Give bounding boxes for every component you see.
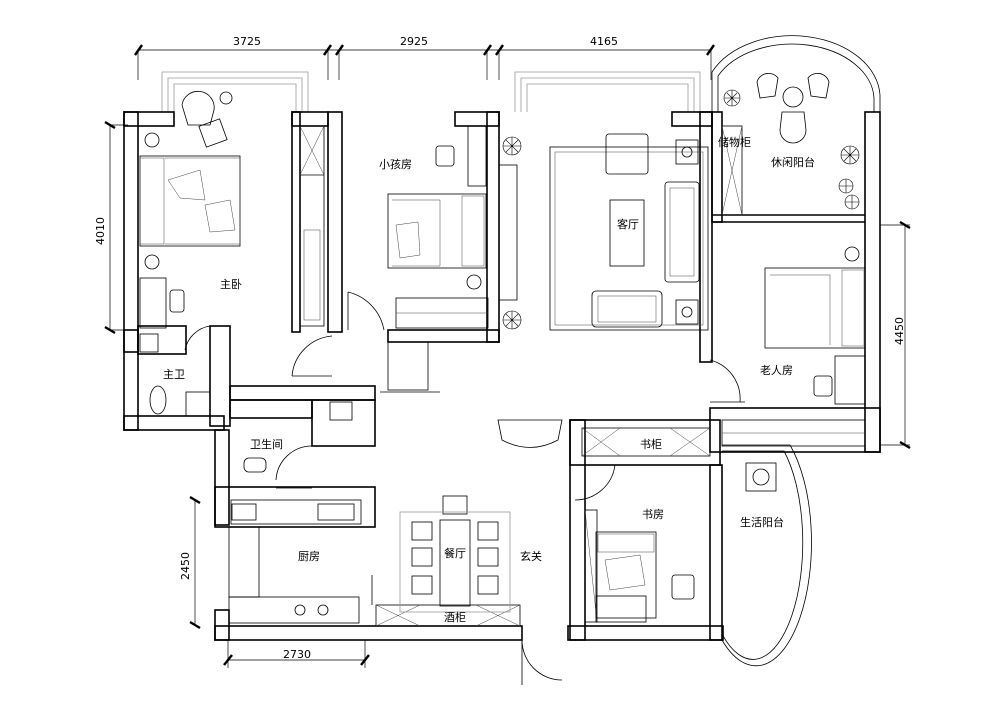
dim-left-lower: 2450 [179, 552, 192, 580]
room-elder: 老人房 [760, 364, 793, 377]
room-living: 客厅 [617, 217, 639, 231]
room-master-bedroom: 主卧 [220, 278, 242, 291]
doors [184, 291, 745, 685]
window-bays [161, 35, 881, 667]
room-kids: 小孩房 [379, 158, 412, 171]
room-entrance: 玄关 [520, 549, 542, 563]
room-leisure-balcony: 休闲阳台 [771, 155, 815, 169]
dim-bottom: 2730 [283, 648, 311, 661]
dimension-lines [104, 44, 911, 668]
furniture [139, 72, 866, 623]
dim-right: 4450 [893, 317, 906, 345]
room-kitchen: 厨房 [298, 550, 320, 563]
plants [502, 89, 860, 330]
room-dining: 餐厅 [444, 546, 466, 560]
room-storage-cabinet: 储物柜 [718, 135, 751, 149]
room-bathroom: 卫生间 [250, 437, 283, 451]
dim-left-upper: 4010 [94, 217, 107, 245]
dim-top-2: 2925 [400, 35, 428, 48]
room-bookcase: 书柜 [640, 438, 662, 451]
dim-top-1: 3725 [233, 35, 261, 48]
dim-top-3: 4165 [590, 35, 618, 48]
closets [228, 125, 866, 627]
room-study: 书房 [642, 508, 664, 521]
room-wine-cabinet: 酒柜 [444, 611, 466, 624]
room-master-bath: 主卫 [163, 368, 185, 381]
room-utility-balcony: 生活阳台 [740, 515, 784, 529]
